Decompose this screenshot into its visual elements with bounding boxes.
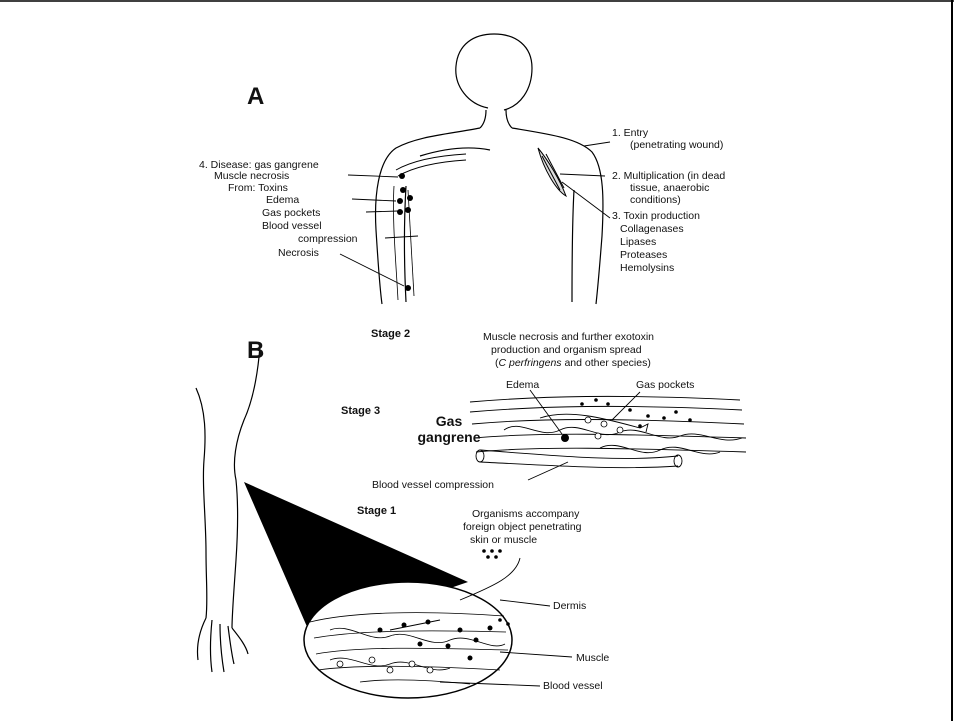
stage2-line1: Muscle necrosis and further exotoxin [483,331,654,343]
stage1-line2: foreign object penetrating [463,521,582,533]
panel-a-leaders [340,142,610,286]
stage1-line3: skin or muscle [470,534,537,546]
stage3-title: Stage 3 [341,405,380,417]
label-multiplication: 2. Multiplication (in dead [612,170,725,182]
stage3-edema-label: Edema [506,379,539,391]
label-necrosis: Necrosis [278,247,319,259]
label-hemolysins: Hemolysins [620,262,674,274]
magnified-tissue-circle [304,582,512,698]
stage2-line2: production and organism spread [491,344,642,356]
stage3-gas-bubbles [585,417,623,439]
stage3-tissue [470,396,746,467]
label-gas-pockets: Gas pockets [262,207,320,219]
dermis-label: Dermis [553,600,586,612]
muscle-label: Muscle [576,652,609,664]
label-tissue-anaerobic: tissue, anaerobic [630,182,709,194]
arm-figure [196,346,260,672]
label-lipases: Lipases [620,236,656,248]
label-penetrating-wound: (penetrating wound) [630,139,723,151]
gangrene-word: gangrene [414,429,484,445]
panel-a-letter: A [247,83,264,111]
label-proteases: Proteases [620,249,667,261]
label-edema: Edema [266,194,299,206]
torso-figure [376,34,603,304]
label-collagenases: Collagenases [620,223,684,235]
stage2-line3: (C perfringens and other species) [495,357,651,369]
stage2-title: Stage 2 [371,328,410,340]
shoulder-muscle-wound [538,148,566,196]
label-muscle-necrosis: Muscle necrosis [214,170,289,182]
stage3-gas-pockets-label: Gas pockets [636,379,694,391]
stage1-line1: Organisms accompany [472,508,579,520]
label-blood-vessel: Blood vessel [262,220,322,232]
gas-word: Gas [414,413,484,429]
blood-vessel-compression-label: Blood vessel compression [372,479,494,491]
label-toxin-production: 3. Toxin production [612,210,700,222]
label-compression: compression [298,233,358,245]
blood-vessel-label: Blood vessel [543,680,603,692]
panel-b-letter: B [247,337,264,365]
label-conditions: conditions) [630,194,681,206]
label-from-toxins: From: Toxins [228,182,288,194]
gas-gangrene-heading: Gas gangrene [414,413,484,445]
stage1-title: Stage 1 [357,505,396,517]
label-entry: 1. Entry [612,127,648,139]
